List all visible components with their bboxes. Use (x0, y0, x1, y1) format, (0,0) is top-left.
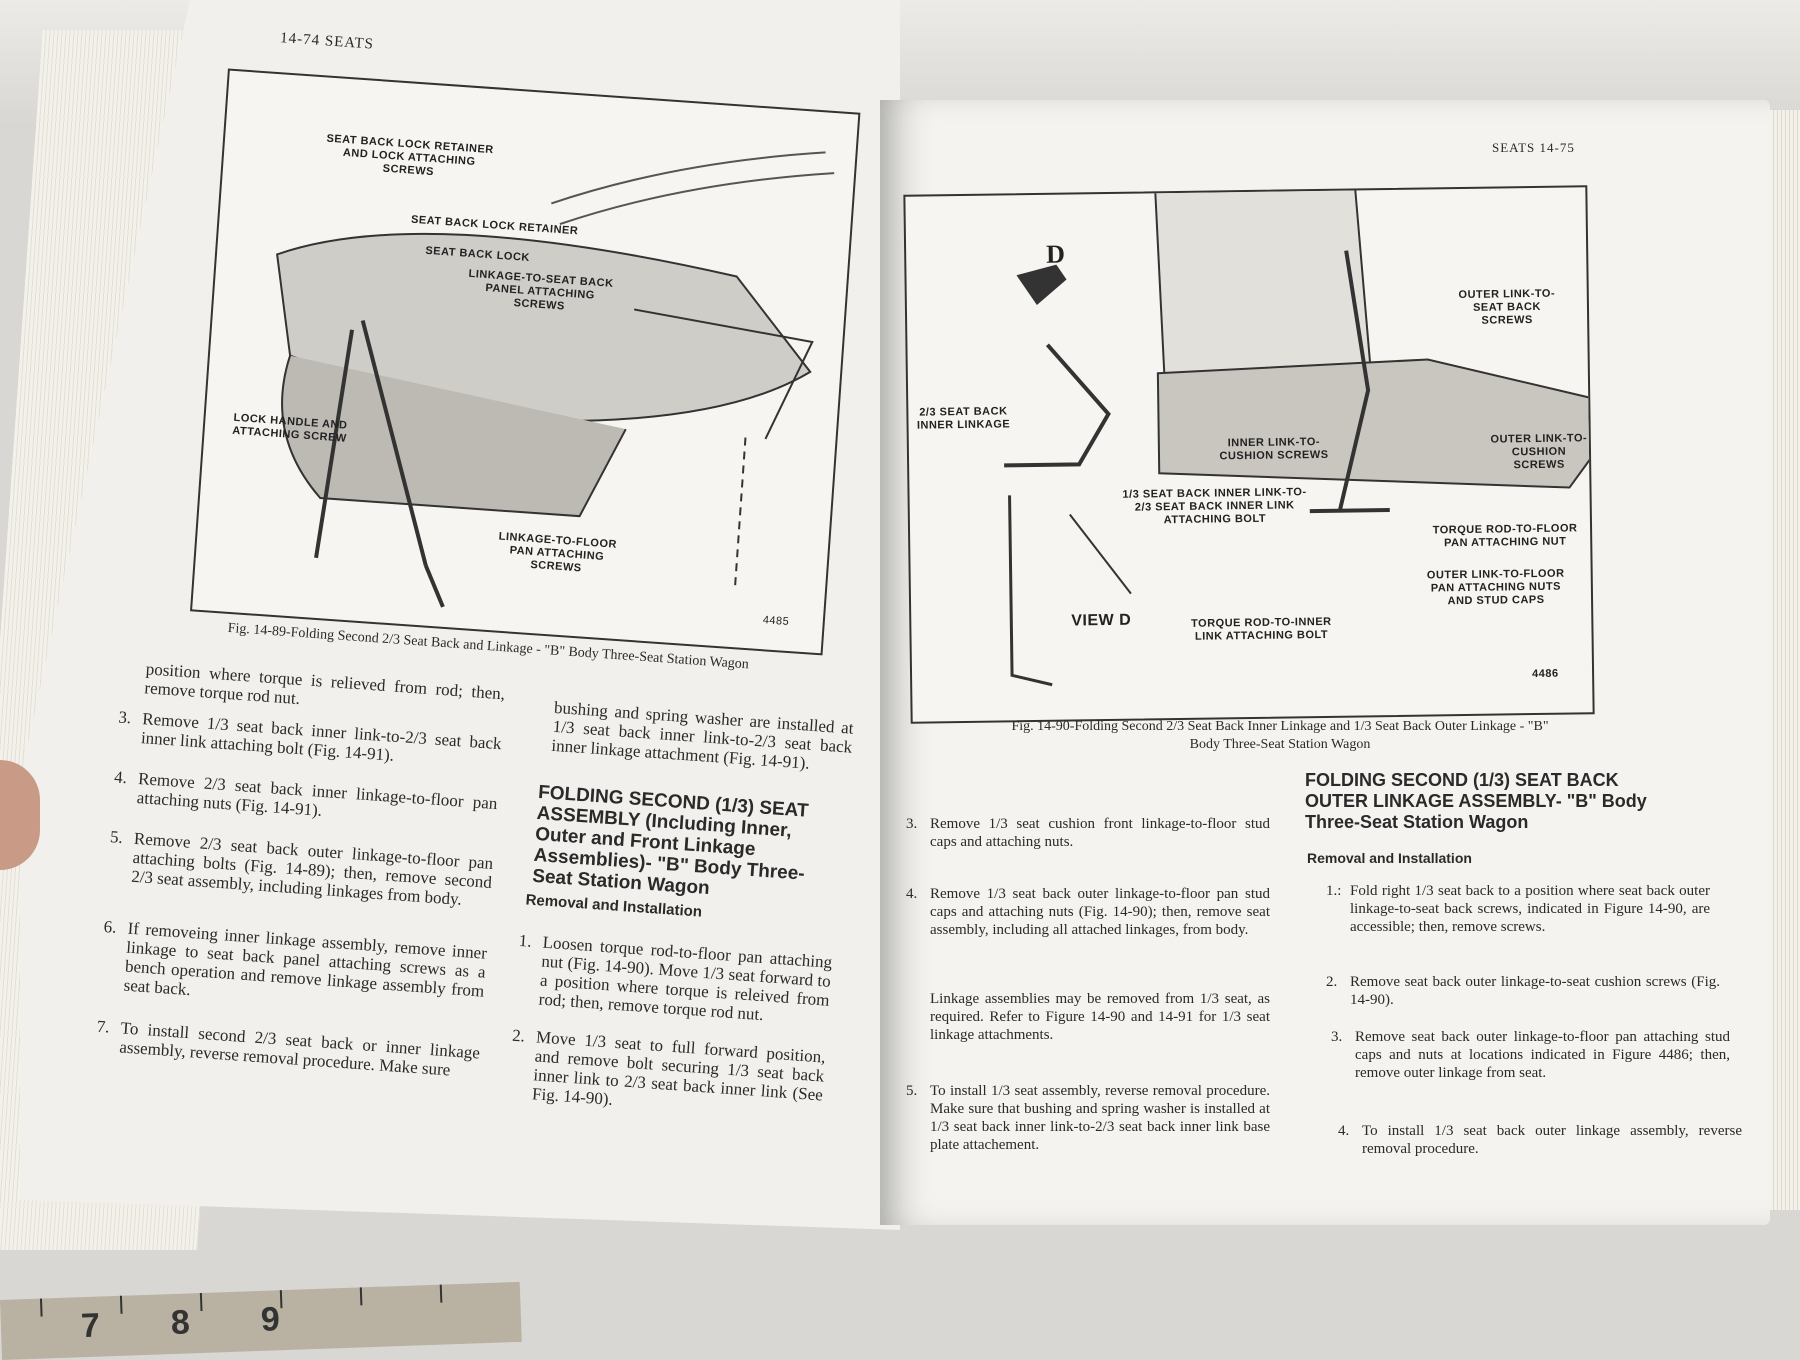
ruler: 7 8 9 (0, 1281, 522, 1360)
section-heading: FOLDING SECOND (1/3) SEAT ASSEMBLY (Incl… (531, 781, 810, 900)
step-3: 3. Remove seat back outer linkage-to-floo… (1331, 1028, 1730, 1082)
page-stack-edges (1770, 110, 1800, 1210)
page-header: SEATS 14-75 (1492, 140, 1575, 155)
view-label: VIEW D (1071, 611, 1132, 630)
step-text: Remove 2/3 seat back inner linkage-to-fl… (136, 769, 498, 820)
step-1: 1.Loosen torque rod-to-floor pan attachi… (518, 931, 833, 1029)
step-4: 4. Remove 2/3 seat back inner linkage-to-… (114, 767, 498, 832)
step-3: 3. Remove 1/3 seat cushion front linkage-… (906, 815, 1270, 851)
diagram-label: INNER LINK-TO-CUSHION SCREWS (1219, 436, 1329, 463)
diagram-label: OUTER LINK-TO-SEAT BACK SCREWS (1458, 287, 1556, 327)
diagram-label: TORQUE ROD-TO-FLOOR PAN ATTACHING NUT (1432, 522, 1578, 550)
figure-number: 4485 (762, 614, 790, 629)
paragraph: Linkage assemblies may be removed from 1… (930, 990, 1270, 1044)
linkage-diagram-illustration (1004, 190, 1593, 687)
step-3: 3.Remove 1/3 seat back inner link-to-2/3… (118, 707, 502, 772)
step-number: 7. (96, 1016, 111, 1037)
step-number: 4. (113, 767, 128, 788)
step-5: 5. Remove 2/3 seat back outer linkage-to-… (109, 827, 494, 911)
paragraph: bushing and spring washer are installed … (550, 697, 855, 773)
paragraph-text: position where torque is relieved from r… (143, 659, 506, 709)
step-text: Loosen torque rod-to-floor pan attaching… (538, 932, 833, 1025)
diagram-label: OUTER LINK-TO-FLOOR PAN ATTACHING NUTS A… (1426, 567, 1565, 608)
figure-14-90: D OUTER LINK-TO-SEAT BACK SCREWS 2/3 SEA… (903, 185, 1595, 724)
section-heading: FOLDING SECOND (1/3) SEAT BACK OUTER LIN… (1305, 770, 1647, 832)
step-number: 3. (1331, 1029, 1343, 1045)
step-text: Move 1/3 seat to full forward position, … (531, 1027, 827, 1109)
step-text: Remove 2/3 seat back outer linkage-to-fl… (130, 828, 494, 909)
subheading: Removal and Installation (1307, 850, 1472, 866)
step-4: 4. To install 1/3 seat back outer linkage… (1338, 1122, 1742, 1158)
step-text: To install 1/3 seat back outer linkage a… (1362, 1123, 1742, 1157)
thumb (0, 760, 40, 870)
diagram-label: 1/3 SEAT BACK INNER LINK-TO-2/3 SEAT BAC… (1122, 486, 1307, 527)
step-4: 4. Remove 1/3 seat back outer linkage-to-… (906, 885, 1270, 939)
step-text: To install 1/3 seat assembly, reverse re… (930, 1083, 1270, 1153)
step-number: 1. (518, 930, 533, 951)
step-number: 1.: (1326, 883, 1342, 899)
ruler-mark: 7 (80, 1306, 101, 1346)
step-text: Fold right 1/3 seat back to a position w… (1350, 883, 1710, 935)
figure-caption: Fig. 14-90-Folding Second 2/3 Seat Back … (1011, 719, 1549, 752)
step-1: 1.: Fold right 1/3 seat back to a positio… (1326, 882, 1710, 936)
step-2: 2. Remove seat back outer linkage-to-seat… (1326, 973, 1720, 1009)
figure-number: 4486 (1532, 667, 1559, 681)
step-text: Remove seat back outer linkage-to-seat c… (1350, 974, 1720, 1008)
step-number: 6. (103, 916, 118, 937)
step-number: 2. (1326, 974, 1338, 990)
diagram-label: OUTER LINK-TO-CUSHION SCREWS (1490, 432, 1588, 472)
step-number: 4. (906, 886, 918, 902)
diagram-label: TORQUE ROD-TO-INNER LINK ATTACHING BOLT (1191, 615, 1332, 643)
step-2: 2.Move 1/3 seat to full forward position… (512, 1026, 827, 1123)
step-5: 5. To install 1/3 seat assembly, reverse … (906, 1082, 1270, 1154)
ruler-mark: 9 (260, 1300, 281, 1339)
ruler-mark: 8 (170, 1303, 191, 1343)
step-text: Remove 1/3 seat back outer linkage-to-fl… (930, 886, 1270, 938)
step-6: 6.If removeing inner linkage assembly, r… (103, 917, 488, 1020)
step-text: Remove 1/3 seat cushion front linkage-to… (930, 816, 1270, 850)
left-page-content: 14-74 SEATS SEAT BACK LOCK RETAINER AND … (0, 0, 901, 1342)
view-letter: D (1045, 239, 1066, 269)
paragraph-text: Linkage assemblies may be removed from 1… (930, 991, 1270, 1043)
diagram-label: 2/3 SEAT BACK INNER LINKAGE (916, 405, 1011, 432)
step-7: 7. To install second 2/3 seat back or inn… (96, 1017, 481, 1081)
step-number: 2. (511, 1025, 526, 1046)
step-text: If removeing inner linkage assembly, rem… (123, 918, 488, 1001)
page-header: 14-74 SEATS (279, 30, 375, 53)
step-number: 3. (906, 816, 918, 832)
step-number: 5. (906, 1083, 918, 1099)
step-number: 3. (117, 707, 132, 728)
step-text: Remove seat back outer linkage-to-floor … (1355, 1029, 1730, 1081)
step-text: To install second 2/3 seat back or inner… (118, 1018, 481, 1080)
seat-diagram-illustration (276, 151, 835, 608)
figure-14-89: SEAT BACK LOCK RETAINER AND LOCK ATTACHI… (190, 68, 861, 656)
step-number: 4. (1338, 1123, 1350, 1139)
step-number: 5. (109, 827, 124, 848)
